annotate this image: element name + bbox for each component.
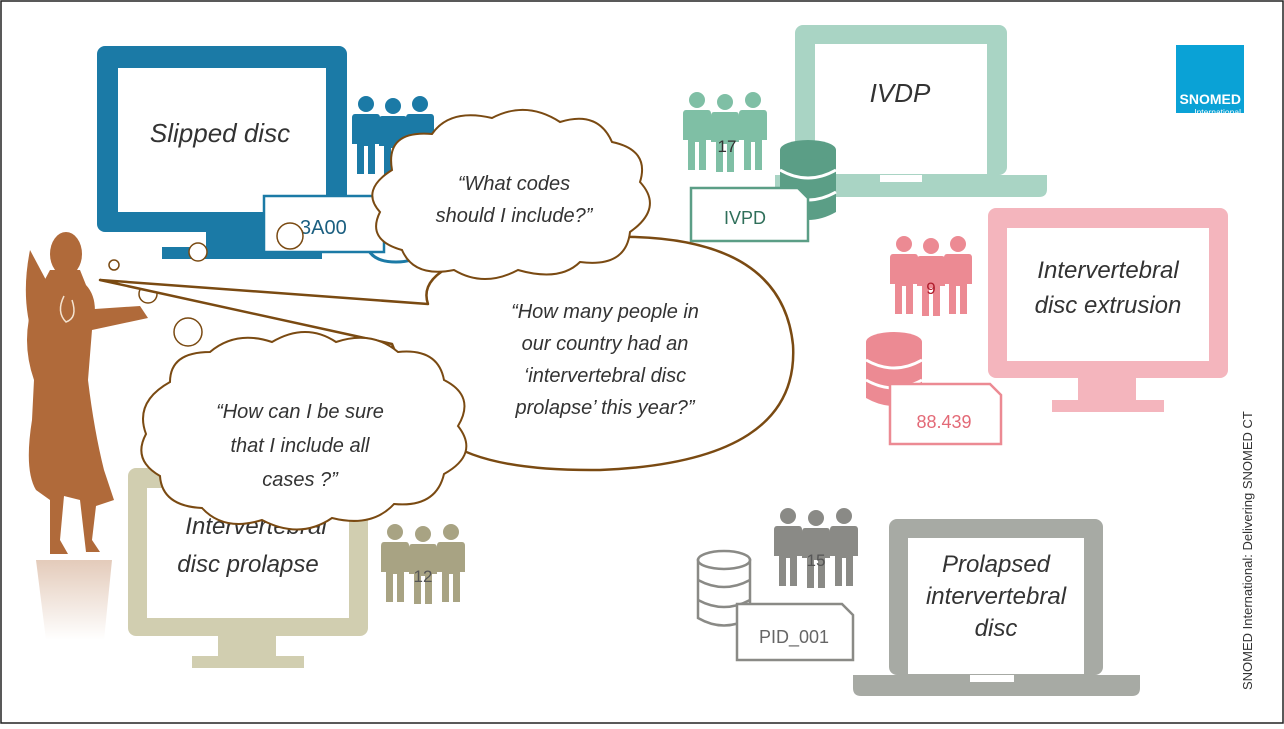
khaki-count: 12 [414,567,433,586]
grey-code-label: PID_001 [759,627,829,648]
cloud-sure-line2: that I include all [231,435,371,457]
thought-cloud-sure: “How can I be sure that I include all ca… [140,331,468,531]
clinician-silhouette-icon [25,232,148,640]
pink-monitor: Intervertebral disc extrusion [988,208,1228,412]
khaki-people-icon [381,524,465,604]
grey-code-card: PID_001 [735,602,855,662]
pink-code-label: 88.439 [916,412,971,432]
logo-line1: SNOMED [1180,91,1241,107]
pink-people-icon [890,236,972,316]
grey-count: 15 [807,551,826,570]
cloud-sure-line3: cases ?” [262,469,339,491]
pink-code-card: 88.439 [888,382,1003,446]
thought-cloud-codes: “What codes should I include?” [371,108,651,280]
grey-laptop: Prolapsed intervertebral disc [853,519,1140,696]
grey-laptop-title-line1: Prolapsed [942,551,1051,578]
teal-count: 17 [718,137,737,156]
snomed-logo: SNOMED International [1176,45,1244,117]
blue-monitor-title: Slipped disc [150,118,290,148]
thought-trail [108,222,304,347]
grey-laptop-title-line2: intervertebral [926,583,1067,610]
speech-line1: “How many people in [511,301,699,323]
pink-monitor-title-line2: disc extrusion [1035,292,1182,319]
khaki-monitor-title-line2: disc prolapse [177,551,318,578]
speech-line2: our country had an [522,333,689,355]
teal-code-label: IVPD [724,208,766,228]
speech-line3: ‘intervertebral disc [524,365,686,387]
pink-monitor-title-line1: Intervertebral [1037,257,1179,284]
speech-line4: prolapse’ this year?” [515,397,696,419]
teal-code-card: IVPD [689,186,810,243]
blue-code-label: 3A00 [300,217,347,239]
blue-monitor: Slipped disc [97,46,347,259]
cloud-sure-line1: “How can I be sure [216,401,384,423]
cloud-codes-line2: should I include?” [436,205,594,227]
grey-laptop-title-line3: disc [975,615,1018,642]
grey-people-icon [774,508,858,588]
pink-count: 9 [926,279,935,298]
cloud-codes-line1: “What codes [458,173,570,195]
teal-laptop-title: IVDP [870,78,931,108]
logo-line2: International [1194,107,1241,117]
side-caption: SNOMED International: Delivering SNOMED … [1240,411,1255,690]
teal-laptop: IVDP [775,25,1047,197]
teal-people-icon [683,92,767,172]
